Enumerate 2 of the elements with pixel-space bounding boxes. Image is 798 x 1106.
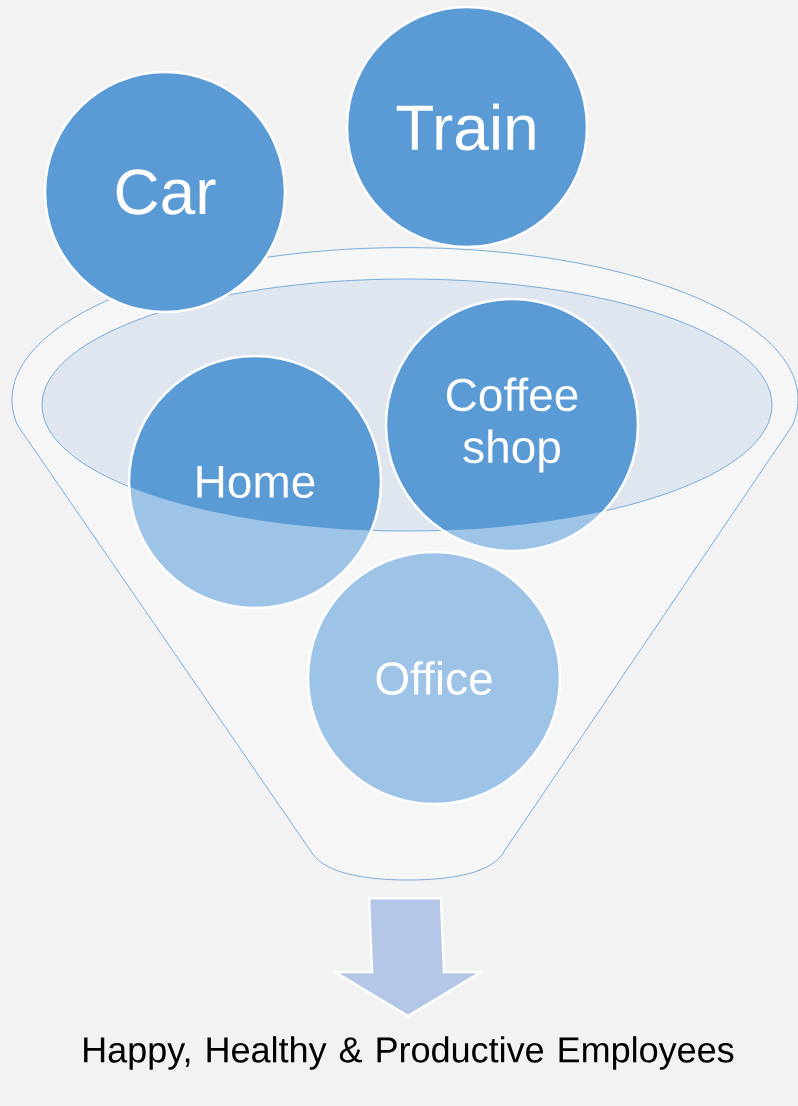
- caption-text: Happy, Healthy & Productive Employees: [84, 1036, 734, 1070]
- block-arrow: [330, 896, 486, 1018]
